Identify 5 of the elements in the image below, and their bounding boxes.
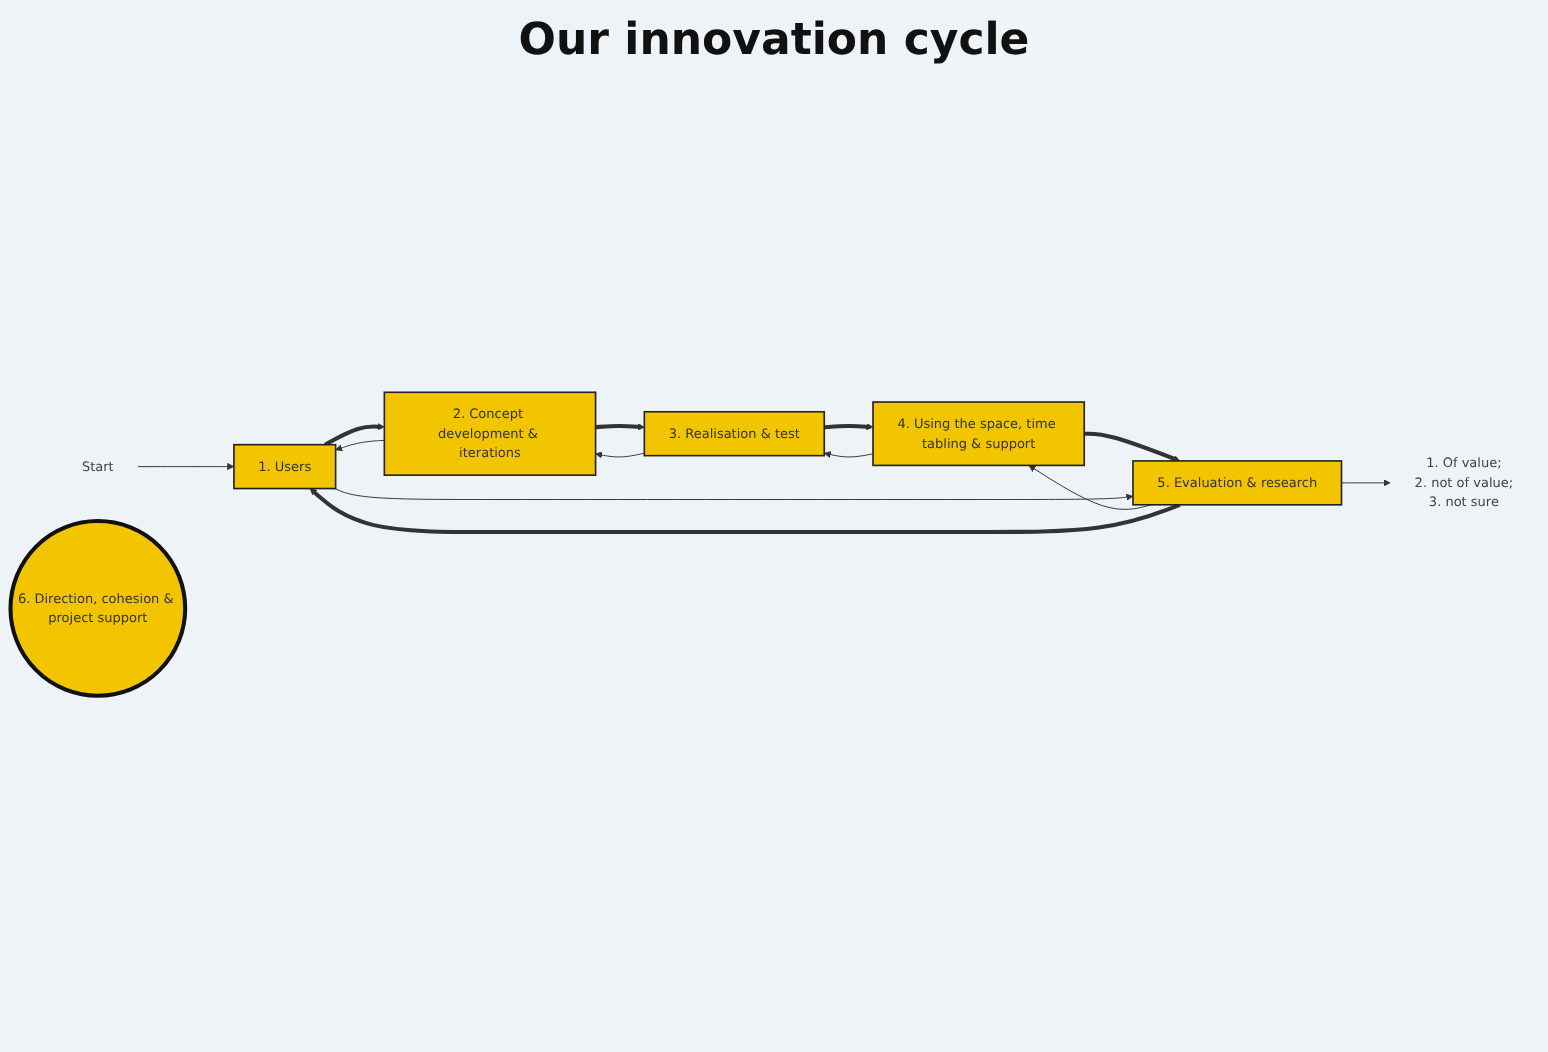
diagram-title: Our innovation cycle — [516, 16, 1032, 66]
arrow — [595, 423, 645, 431]
arrow — [324, 423, 385, 447]
arrow — [824, 423, 874, 431]
arrow — [1084, 431, 1181, 462]
